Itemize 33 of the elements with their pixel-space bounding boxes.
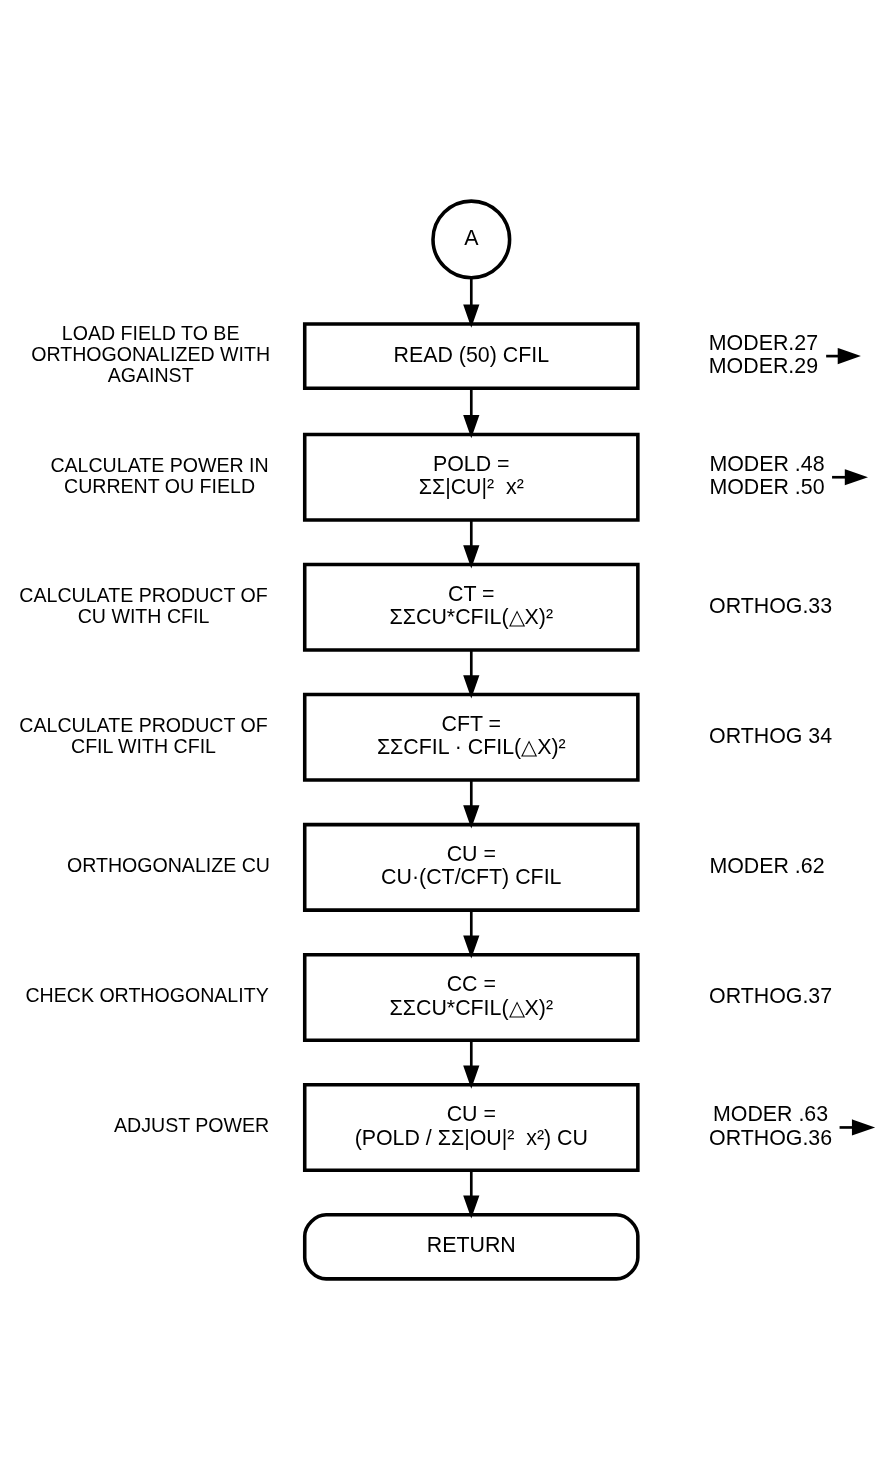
node-box: POLD = ΣΣ|CU|² x² [302, 432, 640, 522]
node-text: ORTHOG.37 [709, 983, 833, 1008]
node-text: MODER .48 MODER .50 [709, 451, 825, 499]
arrow [463, 1169, 480, 1219]
arrow [463, 910, 480, 959]
node-label: CALCULATE POWER IN CURRENT OU FIELD [50, 453, 269, 497]
node-label: ADJUST POWER [114, 1113, 270, 1136]
arrow [839, 1118, 876, 1136]
node-text: MODER.27 MODER.29 [708, 330, 819, 378]
node-text: ORTHOG.33 [709, 593, 833, 618]
node-box: CFT = ΣΣCFIL · CFIL(△X)² [302, 692, 640, 782]
arrow [463, 780, 480, 829]
node-text: MODER .62 [709, 853, 825, 878]
node-text: ORTHOG 34 [709, 723, 833, 748]
node-label: ORTHOGONALIZE CU [66, 853, 270, 876]
node-circle: A [431, 198, 512, 279]
arrow [463, 650, 480, 698]
arrow [832, 468, 868, 485]
node-box: RETURN [302, 1212, 640, 1281]
arrow [463, 277, 480, 328]
node-box: CC = ΣΣCU*CFIL(△X)² [302, 952, 640, 1042]
node-text: MODER .63 ORTHOG.36 [709, 1101, 833, 1150]
node-box: CT = ΣΣCU*CFIL(△X)² [302, 562, 640, 652]
node-box: CU = (POLD / ΣΣ|OU|² x²) CU [302, 1082, 640, 1172]
node-box: READ (50) CFIL [302, 321, 640, 390]
arrow [463, 1040, 480, 1089]
node-label: CHECK ORTHOGONALITY [25, 983, 269, 1006]
node-label: LOAD FIELD TO BE ORTHOGONALIZED WITH AGAINST [31, 321, 271, 386]
node-box: CU = CU·(CT/CFT) CFIL [302, 822, 640, 912]
arrow [463, 388, 480, 438]
node-label: CALCULATE PRODUCT OF CU WITH CFIL [19, 583, 268, 627]
node-label: CALCULATE PRODUCT OF CFIL WITH CFIL [19, 713, 268, 757]
arrow [463, 519, 480, 568]
